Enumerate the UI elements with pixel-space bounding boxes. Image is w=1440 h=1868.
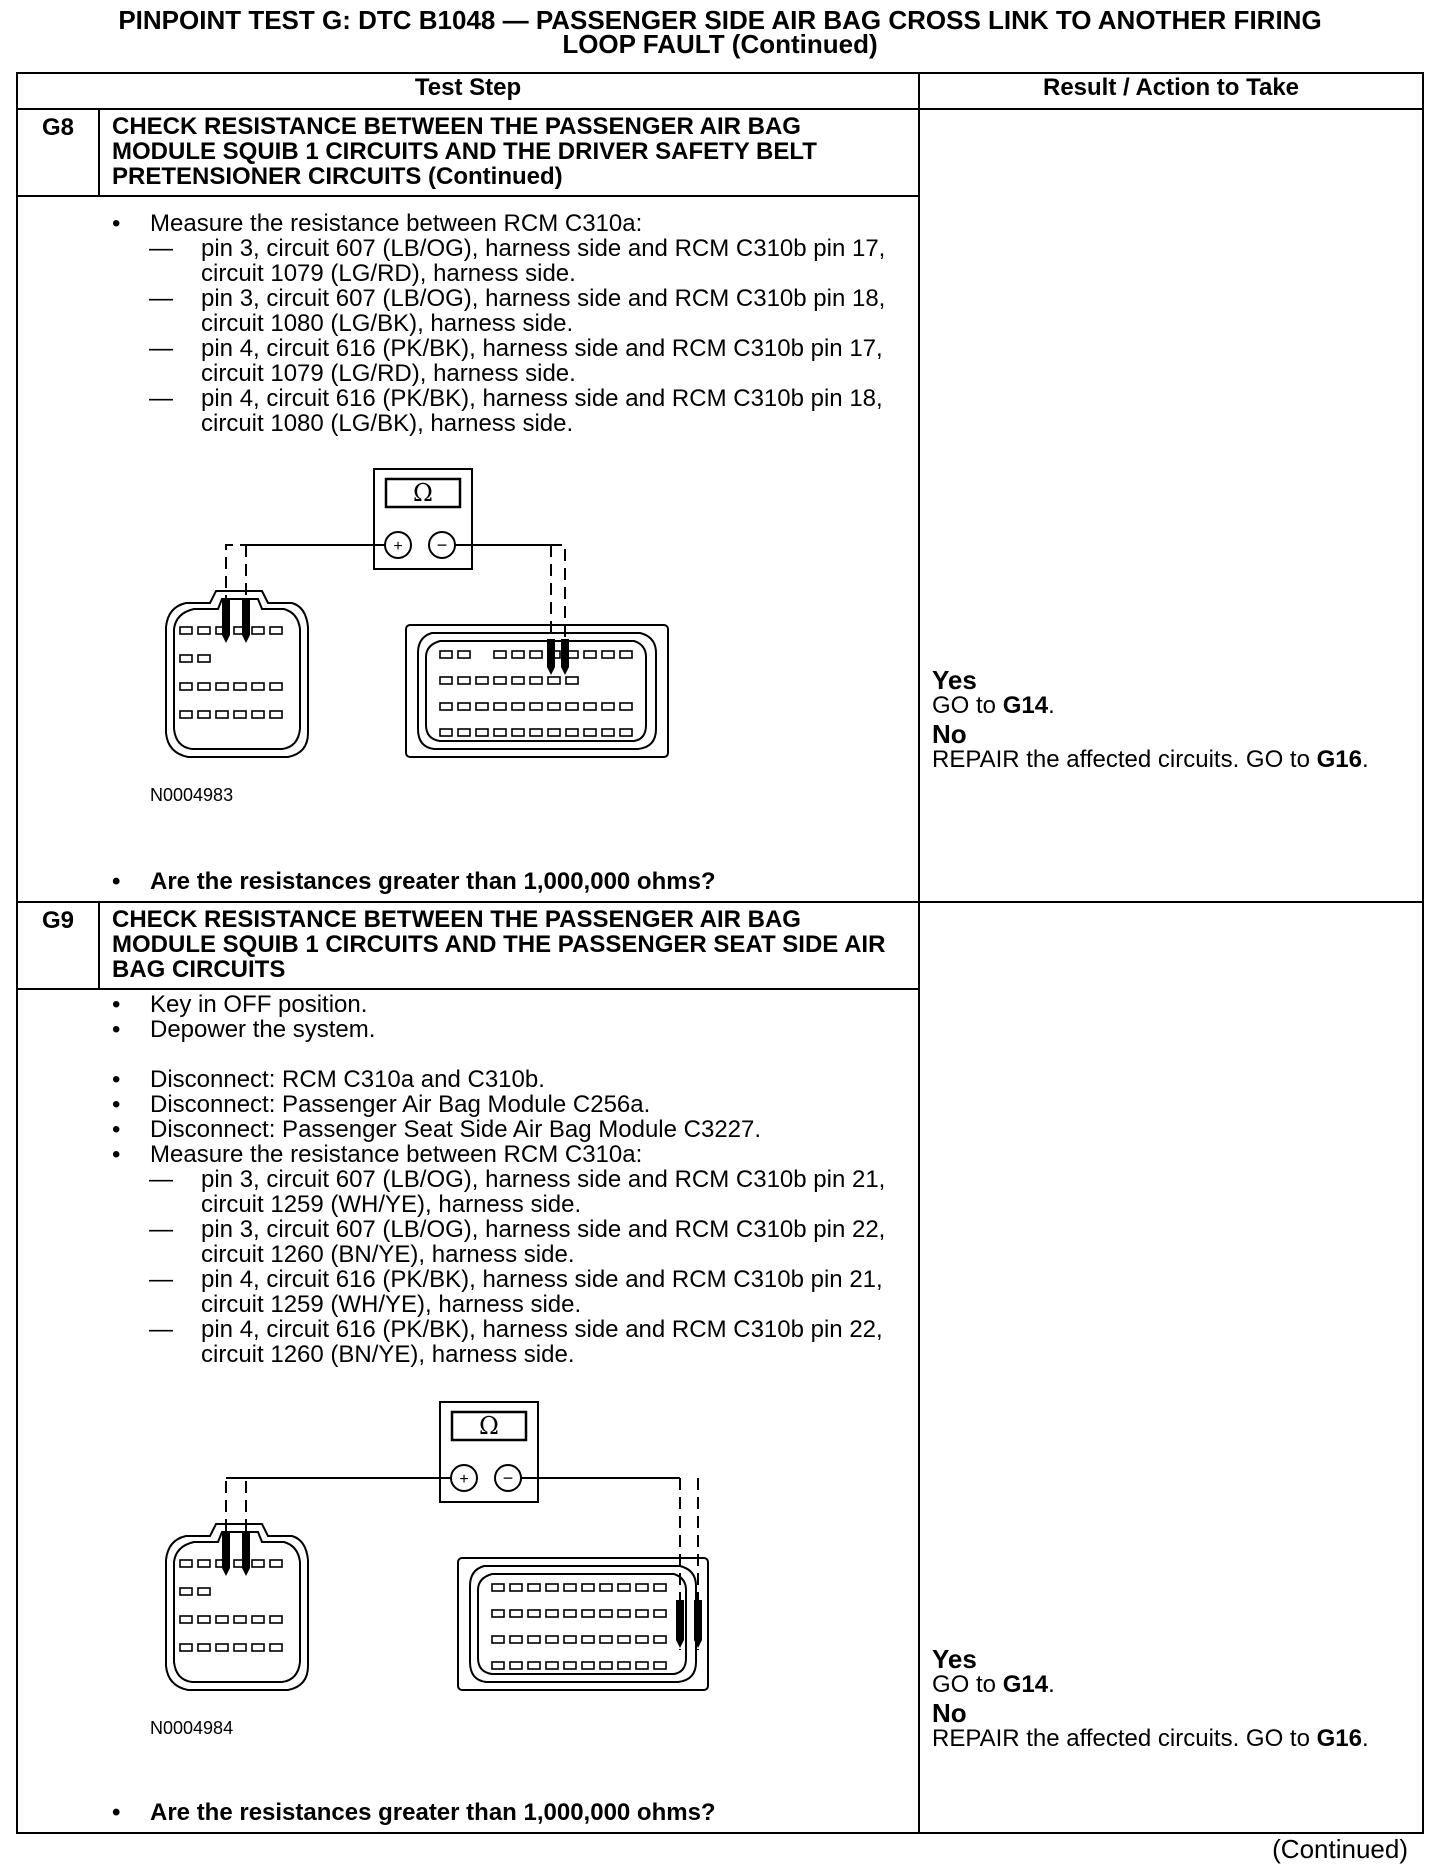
list-item: •Disconnect: Passenger Seat Side Air Bag…	[112, 1116, 762, 1143]
step-bullet-list: •Measure the resistance between RCM C310…	[18, 211, 918, 236]
step-title: CHECK RESISTANCE BETWEEN THE PASSENGER A…	[98, 108, 920, 197]
no-action-text: REPAIR the affected circuits. GO to	[932, 746, 1310, 773]
bullet-text: Measure the resistance between RCM C310a…	[150, 210, 643, 237]
ohm-symbol: Ω	[413, 479, 433, 507]
figure-id: N0004983	[150, 785, 234, 805]
list-item: —pin 4, circuit 616 (PK/BK), harness sid…	[149, 1316, 883, 1368]
step-g8-title-row: G8 CHECK RESISTANCE BETWEEN THE PASSENGE…	[16, 108, 1424, 903]
figure-id: N0004984	[150, 1718, 234, 1738]
yes-action: GO to G14.	[932, 692, 1055, 719]
ohmmeter-display	[384, 477, 462, 509]
pinpoint-test-table: Test Step Result / Action to Take G8 CHE…	[16, 72, 1424, 1834]
step-title: CHECK RESISTANCE BETWEEN THE PASSENGER A…	[98, 901, 920, 990]
question-text: Are the resistances greater than 1,000,0…	[150, 868, 716, 895]
no-action-ref: G16	[1316, 1725, 1362, 1752]
step-g9-result: Yes GO to G14. No REPAIR the affected ci…	[918, 901, 1424, 1834]
left-pin-row-1	[179, 626, 283, 635]
wiring-diagram: Ω + −	[18, 1400, 818, 1790]
sub-item-text: pin 3, circuit 607 (LB/OG), harness side…	[201, 235, 886, 287]
list-item: —pin 3, circuit 607 (LB/OG), harness sid…	[149, 1216, 886, 1268]
yes-action-ref: G14	[1002, 692, 1049, 719]
ohm-symbol: Ω	[479, 1412, 499, 1440]
no-label: No	[932, 1698, 967, 1728]
continued-label: (Continued)	[1272, 1834, 1408, 1864]
no-action-ref: G16	[1316, 746, 1362, 773]
list-item: —pin 3, circuit 607 (LB/OG), harness sid…	[149, 235, 886, 287]
list-item: •Disconnect: Passenger Air Bag Module C2…	[112, 1091, 651, 1118]
sub-item-text: pin 3, circuit 607 (LB/OG), harness side…	[201, 285, 886, 337]
wiring-diagram: Ω + −	[18, 467, 818, 857]
no-label: No	[932, 719, 967, 749]
step-code: G8	[16, 108, 100, 197]
list-item: —pin 4, circuit 616 (PK/BK), harness sid…	[149, 335, 883, 387]
list-item: •Disconnect: RCM C310a and C310b.	[112, 1066, 545, 1093]
page-title: PINPOINT TEST G: DTC B1048 — PASSENGER S…	[118, 5, 1322, 59]
step-code: G9	[16, 901, 100, 990]
svg-text:+: +	[393, 538, 402, 555]
passenger-airbag-connector	[165, 590, 309, 758]
sub-item-text: pin 4, circuit 616 (PK/BK), harness side…	[201, 385, 883, 437]
list-item: •Key in OFF position.	[112, 991, 368, 1018]
test-probes	[222, 599, 569, 675]
list-item: •Measure the resistance between RCM C310…	[112, 210, 643, 237]
list-item: —pin 3, circuit 607 (LB/OG), harness sid…	[149, 1166, 886, 1218]
result-no: No REPAIR the affected circuits. GO to G…	[932, 719, 1369, 773]
list-item: •Depower the system.	[112, 1016, 376, 1043]
sub-item-text: pin 4, circuit 616 (PK/BK), harness side…	[201, 1266, 883, 1318]
step-content: •Measure the resistance between RCM C310…	[16, 195, 920, 903]
sub-item-text: pin 4, circuit 616 (PK/BK), harness side…	[201, 335, 883, 387]
ohmmeter-display	[450, 1410, 528, 1442]
result-no: No REPAIR the affected circuits. GO to G…	[932, 1698, 1369, 1752]
result-yes: Yes GO to G14.	[932, 665, 1055, 719]
result-yes: Yes GO to G14.	[932, 1644, 1055, 1698]
list-item: —pin 4, circuit 616 (PK/BK), harness sid…	[149, 385, 883, 437]
step-g8-content-row: •Measure the resistance between RCM C310…	[16, 195, 1423, 903]
step-question: •Are the resistances greater than 1,000,…	[112, 1799, 716, 1826]
step-g8-result: Yes GO to G14. No REPAIR the affected ci…	[918, 108, 1424, 903]
question-text: Are the resistances greater than 1,000,0…	[150, 1799, 716, 1826]
ohmmeter-body	[373, 468, 473, 570]
yes-action: GO to G14.	[932, 1671, 1055, 1698]
step-g9-title-row: G9 CHECK RESISTANCE BETWEEN THE PASSENGE…	[16, 901, 1424, 1834]
step-bullet-list: •Key in OFF position. •Depower the syste…	[18, 992, 918, 1167]
yes-label: Yes	[932, 665, 977, 695]
sub-item-text: pin 3, circuit 607 (LB/OG), harness side…	[201, 1216, 886, 1268]
list-item: •Measure the resistance between RCM C310…	[112, 1141, 643, 1168]
bullet-text: Depower the system.	[150, 1016, 376, 1043]
no-action: REPAIR the affected circuits. GO to G16.	[932, 1725, 1369, 1752]
yes-action-text: GO to	[932, 1671, 997, 1698]
yes-label: Yes	[932, 1644, 977, 1674]
yes-action-text: GO to	[932, 692, 997, 719]
test-probes	[222, 1532, 702, 1648]
bullet-text: Disconnect: RCM C310a and C310b.	[150, 1066, 545, 1093]
svg-text:−: −	[503, 1468, 514, 1488]
ohmmeter-connector-diagram: Ω + −	[165, 1401, 709, 1691]
no-action: REPAIR the affected circuits. GO to G16.	[932, 746, 1369, 773]
ohmmeter-connector-diagram: Ω + −	[165, 468, 669, 758]
no-action-text: REPAIR the affected circuits. GO to	[932, 1725, 1310, 1752]
step-content: •Key in OFF position. •Depower the syste…	[16, 988, 920, 1834]
bullet-text: Disconnect: Passenger Seat Side Air Bag …	[150, 1116, 762, 1143]
list-item: —pin 4, circuit 616 (PK/BK), harness sid…	[149, 1266, 883, 1318]
bullet-text: Measure the resistance between RCM C310a…	[150, 1141, 643, 1168]
step-question: •Are the resistances greater than 1,000,…	[112, 868, 716, 895]
test-step-column-header: Test Step	[16, 72, 920, 110]
passenger-airbag-connector	[165, 1523, 309, 1691]
svg-text:−: −	[437, 535, 448, 555]
bullet-text: Disconnect: Passenger Air Bag Module C25…	[150, 1091, 651, 1118]
step-g9-content-row: •Key in OFF position. •Depower the syste…	[16, 988, 1423, 1834]
result-column-header: Result / Action to Take	[918, 72, 1424, 110]
bullet-text: Key in OFF position.	[150, 991, 368, 1018]
table-header-row: Test Step Result / Action to Take	[16, 72, 1424, 110]
list-item: —pin 3, circuit 607 (LB/OG), harness sid…	[149, 285, 886, 337]
sub-item-text: pin 4, circuit 616 (PK/BK), harness side…	[201, 1316, 883, 1368]
ohmmeter-body	[439, 1401, 539, 1503]
yes-action-ref: G14	[1002, 1671, 1049, 1698]
sub-item-text: pin 3, circuit 607 (LB/OG), harness side…	[201, 1166, 886, 1218]
svg-text:+: +	[459, 1471, 468, 1488]
